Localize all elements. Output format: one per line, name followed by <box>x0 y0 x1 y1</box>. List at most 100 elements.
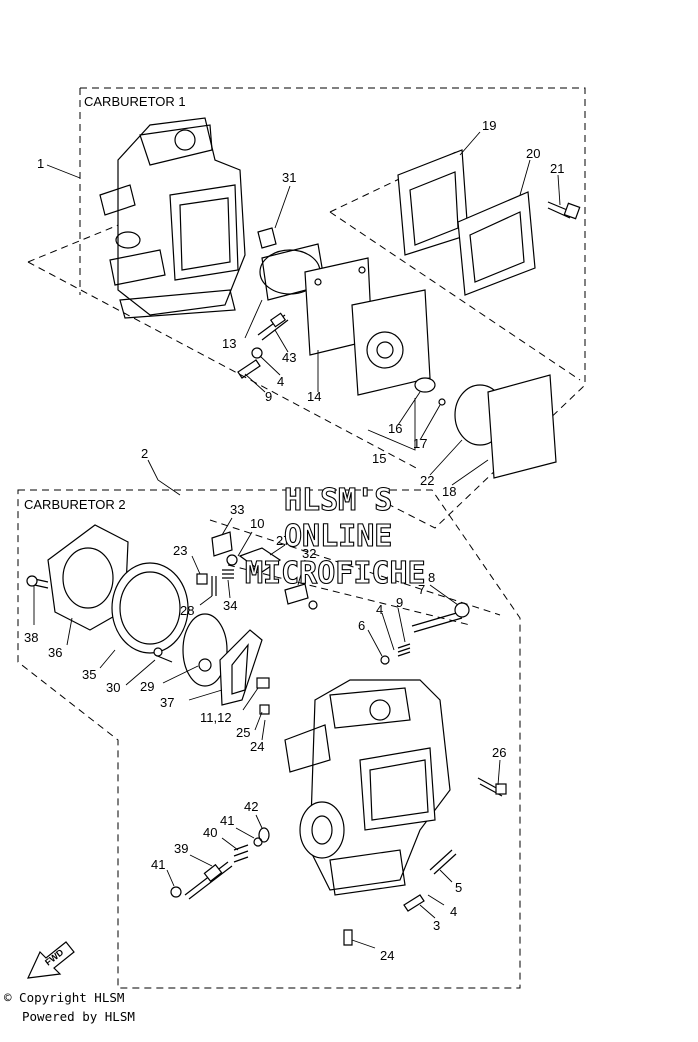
part-28-pin <box>211 576 217 596</box>
callout-17: 17 <box>413 436 427 451</box>
callout-35: 35 <box>82 667 96 682</box>
callout-25: 25 <box>236 725 250 740</box>
part-4-washer <box>251 347 263 359</box>
part-16-check-valve <box>414 377 436 393</box>
part-40-spring <box>233 844 249 863</box>
callout-29: 29 <box>140 679 154 694</box>
callout-38: 38 <box>24 630 38 645</box>
part-31-jet <box>257 227 277 249</box>
carburetor-1-title: CARBURETOR 1 <box>84 94 186 109</box>
callout-15: 15 <box>372 451 386 466</box>
callout-40: 40 <box>203 825 217 840</box>
carburetor-1-body <box>99 117 246 319</box>
carburetor-2-body <box>284 679 451 896</box>
callout-4-c1: 4 <box>277 374 284 389</box>
callout-4-lower: 4 <box>450 904 457 919</box>
callout-31: 31 <box>282 170 296 185</box>
callout-26: 26 <box>492 745 506 760</box>
part-30-screw <box>153 647 173 663</box>
part-42-oring <box>258 827 270 843</box>
part-21-bolt <box>547 201 581 220</box>
callout-21: 21 <box>550 161 564 176</box>
part-20-cover <box>457 191 536 296</box>
callout-19: 19 <box>482 118 496 133</box>
callout-labels: 1 31 19 20 21 13 43 4 9 14 16 17 15 22 1… <box>24 118 564 963</box>
callout-23: 23 <box>173 543 187 558</box>
watermark-line1: HLSM'S <box>284 483 392 518</box>
copyright-text: © Copyright HLSM <box>4 990 125 1005</box>
callout-3: 3 <box>433 918 440 933</box>
part-15-pump-body <box>351 289 431 396</box>
callout-36: 36 <box>48 645 62 660</box>
callout-7: 7 <box>418 582 425 597</box>
callout-27: 27 <box>276 533 290 548</box>
callout-39: 39 <box>174 841 188 856</box>
part-5-needle <box>429 849 457 875</box>
callout-20: 20 <box>526 146 540 161</box>
callout-28: 28 <box>180 603 194 618</box>
part-24-screw <box>343 929 353 946</box>
part-27-lever <box>238 547 282 573</box>
part-37-gasket <box>219 629 263 706</box>
callout-24-upper: 24 <box>250 739 264 754</box>
callout-22: 22 <box>420 473 434 488</box>
carburetor-2-boundary <box>17 489 521 989</box>
fwd-arrow-icon: FWD <box>27 941 75 979</box>
callout-43: 43 <box>282 350 296 365</box>
callout-5: 5 <box>455 880 462 895</box>
watermark-line2: ONLINE <box>284 519 392 554</box>
part-25-screw <box>259 704 270 715</box>
callout-41-upper: 41 <box>220 813 234 828</box>
part-41b-washer <box>170 886 182 898</box>
callout-41-lower: 41 <box>151 857 165 872</box>
part-38-screw <box>26 575 49 589</box>
part-32-fitting <box>284 583 318 610</box>
part-43-needle-assembly <box>257 312 289 341</box>
carburetor-2-title: CARBURETOR 2 <box>24 497 126 512</box>
callout-37: 37 <box>160 695 174 710</box>
part-41-washer <box>253 837 263 847</box>
callout-32: 32 <box>302 546 316 561</box>
powered-by-text: Powered by HLSM <box>22 1009 135 1024</box>
watermark-line3: MICROFICHE <box>245 556 426 591</box>
part-9-screw <box>237 359 261 379</box>
callout-42: 42 <box>244 799 258 814</box>
carburetor-1-boundary <box>79 87 586 529</box>
callout-24-lower: 24 <box>380 948 394 963</box>
part-17-pin <box>438 398 446 406</box>
callout-9-c1: 9 <box>265 389 272 404</box>
callout-30: 30 <box>106 680 120 695</box>
callout-13: 13 <box>222 336 236 351</box>
callout-6: 6 <box>358 618 365 633</box>
part-39-needle <box>184 861 233 900</box>
callout-1: 1 <box>37 156 44 171</box>
part-26-bolt <box>477 777 507 797</box>
part-6-oring <box>380 655 390 665</box>
part-11-12-fitting <box>256 677 270 689</box>
part-3-screw <box>403 894 425 912</box>
callout-2: 2 <box>141 446 148 461</box>
watermark: HLSM'S ONLINE MICROFICHE <box>244 482 426 591</box>
part-35-diaphragm <box>111 562 189 654</box>
callout-8: 8 <box>428 570 435 585</box>
callout-9-c2: 9 <box>396 595 403 610</box>
callout-14: 14 <box>307 389 321 404</box>
callout-18: 18 <box>442 484 456 499</box>
leader-lines <box>33 131 561 949</box>
callout-33: 33 <box>230 502 244 517</box>
part-9-c2-spring <box>397 643 411 657</box>
part-23-screw <box>196 573 208 585</box>
part-34-spring <box>222 569 234 579</box>
part-7-needle <box>411 602 470 633</box>
part-19-gasket <box>397 149 469 256</box>
callout-11-12: 11,12 <box>200 710 232 725</box>
callout-10: 10 <box>250 516 264 531</box>
part-18-pump-gasket <box>487 374 557 479</box>
callout-4-c2: 4 <box>376 602 383 617</box>
part-10-jet <box>226 554 238 566</box>
callout-16: 16 <box>388 421 402 436</box>
part-33-link <box>211 531 233 557</box>
carburetor-2-diagonal <box>209 519 501 626</box>
callout-34: 34 <box>223 598 237 613</box>
